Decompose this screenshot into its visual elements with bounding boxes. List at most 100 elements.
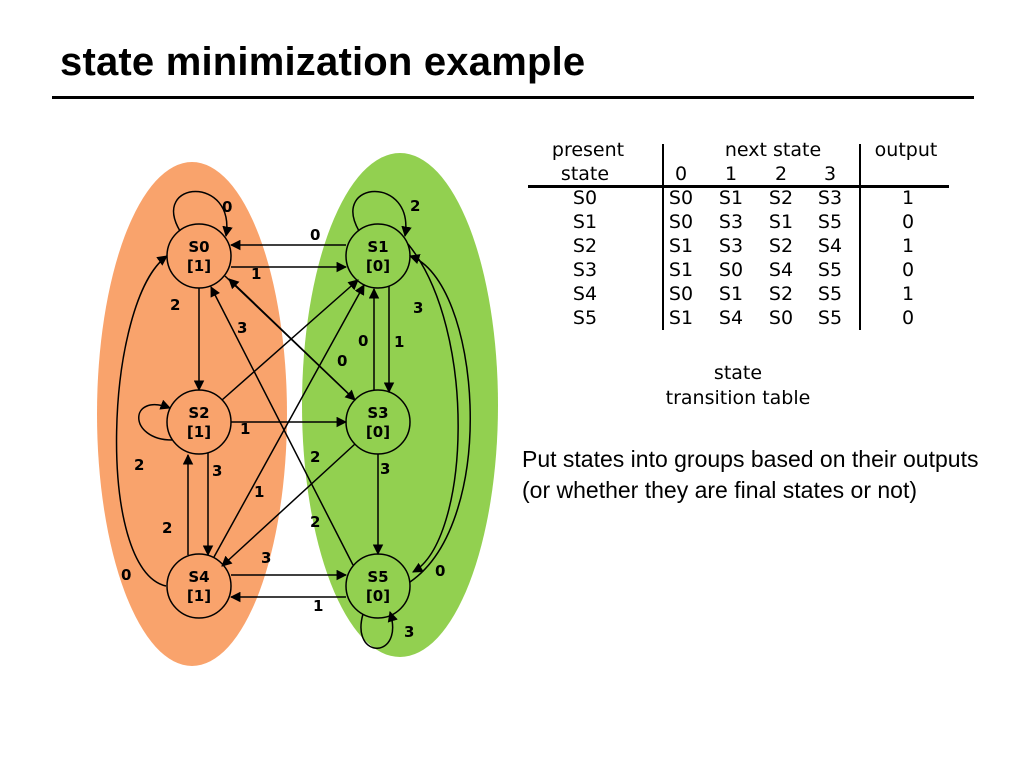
table-divider-right (859, 144, 861, 330)
caption-line-1: state (713, 362, 763, 384)
transition-s3-to-s0 (228, 278, 356, 401)
transition-label-s5-s5: 3 (404, 623, 414, 641)
slide-title: state minimization example (60, 40, 586, 84)
table-cell-next-on-1: S1 (718, 187, 744, 209)
state-output: [0] (366, 587, 390, 605)
state-nodes: S0[1]S1[0]S2[1]S3[0]S4[1]S5[0] (166, 223, 411, 619)
transition-label-s0-s1: 1 (251, 265, 261, 283)
state-node-s1: S1[0] (345, 223, 411, 289)
state-name: S0 (188, 238, 209, 256)
grouping-note: Put states into groups based on their ou… (522, 446, 979, 503)
transition-s2-to-s2 (138, 399, 173, 441)
table-cell-next-on-1: S1 (718, 283, 744, 305)
state-circle (166, 389, 232, 455)
state-name: S2 (188, 404, 209, 422)
table-cell-next-on-0: S1 (668, 307, 694, 329)
transition-label-s5-s1: 0 (435, 562, 445, 580)
table-cell-next-on-0: S0 (668, 187, 694, 209)
table-cell-next-on-2: S0 (768, 307, 794, 329)
state-name: S1 (367, 238, 388, 256)
transition-label-s4-s2: 2 (162, 519, 172, 537)
table-header-rule (528, 185, 949, 188)
table-cell-next-on-0: S0 (668, 211, 694, 233)
table-divider-left (662, 144, 664, 330)
table-cell-next-on-1: S3 (718, 211, 744, 233)
table-cell-next-on-0: S1 (668, 259, 694, 281)
header-next-state: next state (724, 139, 822, 161)
table-cell-next-on-3: S4 (817, 235, 843, 257)
transition-label-s4-s1: 1 (254, 483, 264, 501)
transition-s4-to-s0 (115, 255, 168, 587)
table-cell-next-on-3: S5 (817, 307, 843, 329)
caption-line-2: transition table (665, 387, 811, 409)
table-cell-next-on-2: S2 (768, 235, 794, 257)
transition-label-s0-s0: 0 (222, 198, 232, 216)
header-state: state (560, 163, 610, 185)
table-cell-next-on-1: S0 (718, 259, 744, 281)
transition-label-s2-s4: 3 (212, 462, 222, 480)
state-circle (345, 223, 411, 289)
table-cell-next-on-2: S2 (768, 283, 794, 305)
state-node-s3: S3[0] (345, 389, 411, 455)
state-node-s0: S0[1] (166, 223, 232, 289)
table-cell-next-on-2: S4 (768, 259, 794, 281)
state-output: [0] (366, 423, 390, 441)
transition-s5-to-s1 (409, 254, 471, 583)
table-cell-output: 1 (901, 235, 915, 257)
table-cell-present-state: S2 (572, 235, 598, 257)
transition-label-s5-s4: 1 (313, 597, 323, 615)
table-cell-output: 1 (901, 283, 915, 305)
transition-label-s4-s0: 0 (121, 566, 131, 584)
transition-label-s3-s1: 0 (358, 332, 368, 350)
table-cell-output: 0 (901, 259, 915, 281)
transition-label-s5-s0: 2 (310, 513, 320, 531)
transition-s3-to-s4 (221, 443, 356, 567)
table-cell-next-on-3: S3 (817, 187, 843, 209)
table-cell-next-on-3: S5 (817, 211, 843, 233)
table-cell-next-on-0: S1 (668, 235, 694, 257)
table-cell-output: 0 (901, 307, 915, 329)
state-name: S3 (367, 404, 388, 422)
state-diagram: S0[1]S1[0]S2[1]S3[0]S4[1]S5[0] 012301230… (97, 153, 498, 666)
table-cell-present-state: S0 (572, 187, 598, 209)
transition-s0-to-s0 (172, 190, 233, 238)
group-output-0 (302, 153, 498, 657)
state-name: S4 (188, 568, 209, 586)
header-input-3: 3 (823, 163, 837, 185)
table-cell-present-state: S5 (572, 307, 598, 329)
table-cell-present-state: S3 (572, 259, 598, 281)
transition-label-s0-s3: 3 (237, 319, 247, 337)
state-circle (166, 553, 232, 619)
state-circle (345, 389, 411, 455)
transition-s2-to-s1 (221, 279, 359, 401)
table-cell-next-on-2: S1 (768, 211, 794, 233)
transition-s5-to-s5 (360, 610, 398, 649)
header-output: output (874, 139, 938, 161)
state-node-s2: S2[1] (166, 389, 232, 455)
header-input-1: 1 (724, 163, 738, 185)
table-cell-output: 0 (901, 211, 915, 233)
transition-label-s3-s4: 2 (310, 448, 320, 466)
transition-label-s0-s2: 2 (170, 296, 180, 314)
transition-label-s1-s1: 2 (410, 197, 420, 215)
state-name: S5 (367, 568, 388, 586)
transition-label-s2-s1: 0 (337, 352, 347, 370)
group-output-1 (97, 162, 287, 666)
transition-label-s1-s0: 0 (310, 226, 320, 244)
title-rule (52, 96, 974, 99)
table-cell-next-on-3: S5 (817, 283, 843, 305)
transition-label-s3-s5: 3 (380, 460, 390, 478)
table-cell-present-state: S1 (572, 211, 598, 233)
transition-label-s1-s5: 3 (413, 299, 423, 317)
transition-label-s1-s3: 1 (394, 333, 404, 351)
transition-label-s2-s2: 2 (134, 456, 144, 474)
table-cell-present-state: S4 (572, 283, 598, 305)
transition-label-s4-s5: 3 (261, 549, 271, 567)
state-output: [1] (187, 257, 211, 275)
state-circle (345, 553, 411, 619)
header-input-2: 2 (774, 163, 788, 185)
state-output: [0] (366, 257, 390, 275)
state-circle (166, 223, 232, 289)
table-cell-next-on-3: S5 (817, 259, 843, 281)
